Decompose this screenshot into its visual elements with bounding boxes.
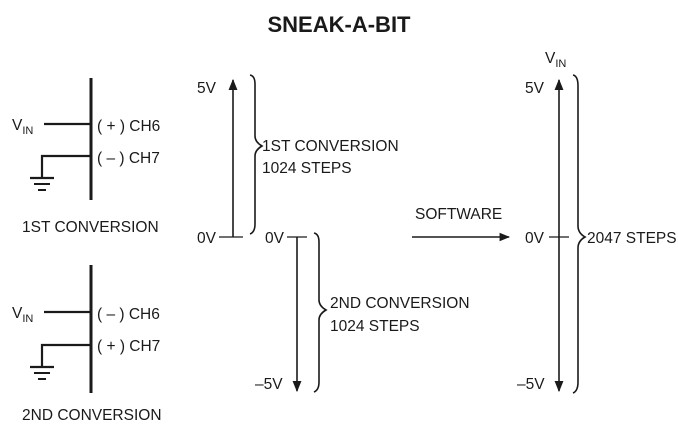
input-config-1: VIN ( + ) CH6 ( – ) CH7 1ST CONVERSION (12, 78, 160, 236)
ground-icon (30, 365, 54, 380)
vin-label-1: VIN (12, 117, 33, 137)
input-config-2: VIN ( – ) CH6 ( + ) CH7 2ND CONVERSION (12, 265, 162, 424)
ground-wire-2 (40, 343, 91, 367)
diagram-title: SNEAK-A-BIT (268, 12, 412, 37)
scale3-mid-label: 0V (525, 230, 545, 247)
scale1-bottom-label: 0V (197, 230, 217, 247)
scale3-bottom-label: –5V (517, 376, 545, 393)
pin-ch6-label-1: ( + ) CH6 (97, 118, 160, 135)
scale-1st-conversion: 5V 0V 1ST CONVERSION 1024 STEPS (197, 74, 399, 247)
pin-ch7-label-1: ( – ) CH7 (97, 150, 160, 167)
pin-ch6-label-2: ( – ) CH6 (97, 306, 160, 323)
scale1-desc-line1: 1ST CONVERSION (262, 138, 399, 155)
ground-icon (30, 176, 54, 191)
scale-combined: VIN 5V 0V –5V 2047 STEPS (517, 50, 677, 394)
software-step: SOFTWARE (412, 206, 511, 242)
scale2-top-label: 0V (265, 230, 285, 247)
scale2-bottom-label: –5V (255, 376, 283, 393)
scale1-top-label: 5V (197, 80, 217, 97)
software-label: SOFTWARE (415, 206, 502, 223)
scale1-desc-line2: 1024 STEPS (262, 160, 352, 177)
ground-wire-1 (40, 154, 91, 178)
scale3-top-label: 5V (525, 80, 545, 97)
scale2-desc-line2: 1024 STEPS (330, 318, 420, 335)
scale1-brace (249, 74, 264, 235)
scale-2nd-conversion: 0V –5V 2ND CONVERSION 1024 STEPS (255, 230, 470, 393)
scale2-desc-line1: 2ND CONVERSION (330, 295, 470, 312)
scale2-brace (313, 232, 328, 393)
scale3-desc: 2047 STEPS (587, 230, 677, 247)
pin-ch7-label-2: ( + ) CH7 (97, 338, 160, 355)
config-caption-2: 2ND CONVERSION (22, 407, 162, 424)
scale3-brace (572, 74, 587, 394)
scale3-vin-label: VIN (545, 50, 566, 70)
config-caption-1: 1ST CONVERSION (22, 219, 159, 236)
vin-label-2: VIN (12, 305, 33, 325)
